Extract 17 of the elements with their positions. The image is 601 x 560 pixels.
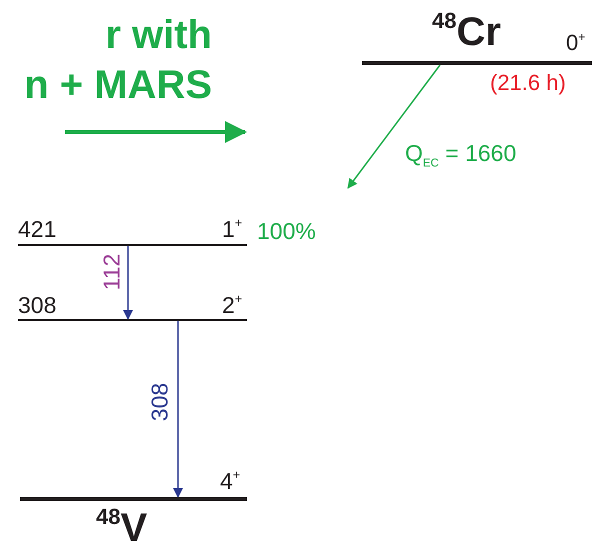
branching-ratio: 100% (257, 220, 316, 243)
spin-parity: 1$^{+}$ (222, 218, 242, 241)
gamma-transition-arrow (123, 246, 133, 320)
decay-arrow (347, 64, 441, 189)
edge-label: Q$_{EC}$ = 1660 (405, 142, 516, 170)
level-energy: 308 (18, 294, 56, 317)
spin-parity: 4$^{+}$ (220, 470, 240, 493)
nuclide-label: $^{48}$Cr (432, 12, 501, 52)
spin-parity: 0$^{+}$ (566, 32, 586, 54)
gamma-transition-arrow (173, 321, 183, 498)
level-energy: 421 (18, 218, 56, 241)
half-life: (21.6 h) (490, 72, 566, 94)
spin-parity: 2$^{+}$ (222, 294, 242, 317)
edge-label: 112 (100, 254, 124, 290)
nuclide-label: $^{48}$V (96, 508, 148, 548)
edge-label: 308 (148, 382, 172, 422)
heading-text: r with n + MARS (24, 12, 212, 109)
